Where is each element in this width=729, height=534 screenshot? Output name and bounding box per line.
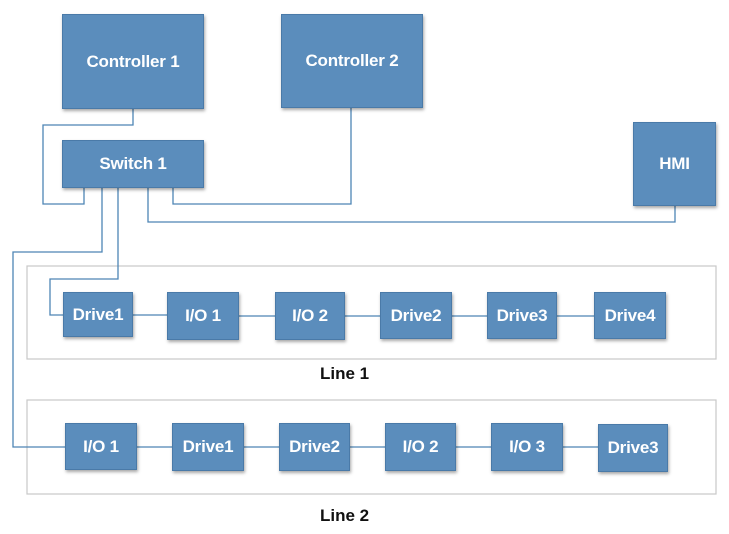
switch1-node: Switch 1: [62, 140, 204, 188]
line2-device: I/O 2: [385, 423, 456, 471]
controller1-node: Controller 1: [62, 14, 204, 109]
line2-label: Line 2: [320, 506, 370, 525]
line1-group-box: [26, 265, 717, 360]
line1-device: Drive2: [380, 292, 452, 339]
line2-device: Drive3: [598, 424, 668, 472]
line1-device: Drive4: [594, 292, 666, 339]
controller2-node: Controller 2: [281, 14, 423, 108]
line1-device: I/O 1: [167, 292, 239, 340]
connector-hmi-switch1: [147, 188, 676, 223]
connector-switch1-line1: [49, 188, 119, 316]
line2-device: I/O 3: [491, 423, 563, 471]
line1-device: Drive3: [487, 292, 557, 339]
connector-controller1-switch1: [42, 109, 134, 205]
line2-device: Drive2: [279, 423, 350, 471]
connector-switch1-line2: [12, 188, 103, 448]
line2-device: I/O 1: [65, 423, 137, 470]
line2-device: Drive1: [172, 423, 244, 471]
hmi-node: HMI: [633, 122, 716, 206]
line1-label: Line 1: [320, 364, 370, 383]
line1-device: I/O 2: [275, 292, 345, 340]
line1-device: Drive1: [63, 292, 133, 337]
connector-controller2-switch1: [172, 108, 352, 205]
